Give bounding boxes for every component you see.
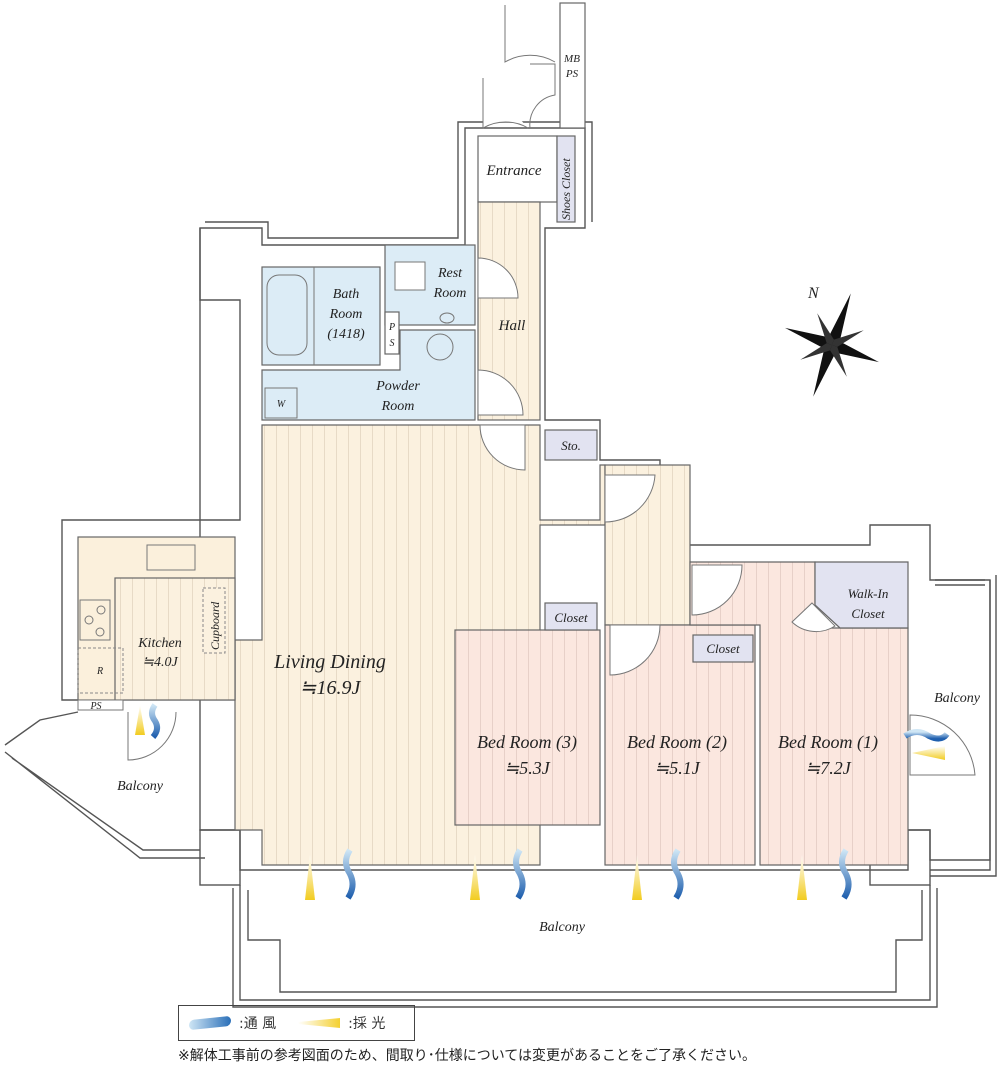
entry-area: MB PS <box>482 2 586 129</box>
daylight-legend-label: :採 光 <box>348 1016 386 1032</box>
entrance-label: Entrance <box>486 163 542 179</box>
daylight-icon <box>470 855 480 900</box>
bottom-balcony-rail <box>232 885 938 1008</box>
powder-room-label-2: Room <box>381 399 415 414</box>
living-dining-size: ≒16.9J <box>300 677 362 699</box>
washer-label: W <box>277 399 287 410</box>
ps-shaft <box>384 311 400 355</box>
daylight-icon <box>135 705 145 735</box>
bath-room-label-1: Bath <box>333 287 359 302</box>
closet-3-label: Closet <box>554 610 588 625</box>
entry-door[interactable] <box>504 5 556 63</box>
bath-room-label-3: (1418) <box>327 327 365 342</box>
entry-door-3[interactable] <box>529 63 556 129</box>
hallway-door[interactable] <box>604 474 656 523</box>
bed-room-3-label: Bed Room (3) <box>477 732 577 753</box>
washer-space <box>264 387 298 419</box>
closet-2 <box>692 634 754 663</box>
kitchen-sink <box>146 544 196 571</box>
walk-in-closet-label-2: Closet <box>851 606 885 621</box>
mb-ps-shaft <box>559 2 586 129</box>
bed-room-2-size: ≒5.1J <box>654 758 701 778</box>
daylight-legend-icon <box>298 1018 341 1028</box>
hall-label: Hall <box>498 318 526 334</box>
basin-icon <box>426 333 454 361</box>
walk-in-closet-label-1: Walk-In <box>848 586 889 601</box>
bath-room <box>261 266 381 366</box>
rest-room-label-2: Room <box>433 286 467 301</box>
daylight-icon <box>305 855 315 900</box>
shoes-closet <box>556 135 576 223</box>
bed-room-3 <box>454 629 601 826</box>
entry-door-2[interactable] <box>482 78 529 129</box>
compass-icon <box>785 293 879 397</box>
ventilation-icon <box>343 848 356 900</box>
rest-room-label-1: Rest <box>437 266 463 281</box>
ventilation-icon <box>149 703 161 739</box>
legend: :通 風 :採 光 <box>178 1005 415 1041</box>
toilet-icon <box>394 261 426 291</box>
ps-shaft-label-2: S <box>390 338 395 349</box>
closet-3 <box>544 602 598 631</box>
rest-room-door[interactable] <box>477 257 519 299</box>
bed-room-1-label: Bed Room (1) <box>778 732 878 753</box>
storage-label: Sto. <box>561 438 581 453</box>
bathtub-icon <box>266 274 308 356</box>
kitchen-ps <box>77 699 124 711</box>
ventilation-legend-label: :通 風 <box>239 1016 277 1032</box>
closet-2-label: Closet <box>706 641 740 656</box>
ventilation-icon <box>839 848 852 900</box>
ventilation-legend-icon <box>189 1015 231 1031</box>
sink-icon <box>439 312 455 324</box>
powder-room-label-1: Powder <box>375 379 420 394</box>
daylight-icon <box>797 855 807 900</box>
living-dining-label: Living Dining <box>273 651 386 673</box>
bath-room-label-2: Room <box>329 307 363 322</box>
right-balcony-label: Balcony <box>934 691 981 706</box>
powder-room-door[interactable] <box>477 369 524 416</box>
kitchen-label: Kitchen <box>137 636 182 651</box>
bed-room-3-size: ≒5.3J <box>504 758 551 778</box>
ventilation-daylight-markers <box>135 703 950 900</box>
left-balcony-label: Balcony <box>117 779 164 794</box>
living-door[interactable] <box>479 424 526 471</box>
bed-room-1-door[interactable] <box>691 564 743 616</box>
ps-shaft-label-1: P <box>388 322 395 333</box>
stove-icon <box>79 599 111 641</box>
bed-room-1-balcony-door[interactable] <box>909 714 976 776</box>
bed-room-2-door[interactable] <box>609 624 661 676</box>
right-balcony-rail <box>930 575 997 877</box>
refrigerator-label: R <box>96 666 103 677</box>
ventilation-icon <box>903 729 950 742</box>
ps-label: PS <box>565 68 579 80</box>
daylight-icon <box>912 746 945 760</box>
walk-in-closet-door[interactable] <box>791 602 836 633</box>
daylight-icon <box>632 855 642 900</box>
bottom-balcony-label: Balcony <box>539 920 586 935</box>
kitchen-size: ≒4.0J <box>142 655 178 670</box>
cupboard <box>202 587 226 654</box>
bed-room-1-size: ≒7.2J <box>805 758 852 778</box>
ventilation-icon <box>513 848 526 900</box>
shoes-closet-label: Shoes Closet <box>559 158 573 220</box>
compass-north-label: N <box>807 285 820 302</box>
storage <box>544 429 598 461</box>
refrigerator-space <box>77 647 124 694</box>
cupboard-label: Cupboard <box>208 601 222 650</box>
walk-in-closet <box>814 561 909 629</box>
powder-room <box>261 329 476 421</box>
ventilation-icon <box>671 848 684 900</box>
left-balcony-rail <box>4 711 205 859</box>
disclaimer-note: ※解体工事前の参考図面のため、間取り･仕様については変更があることをご了承くださ… <box>178 1048 757 1064</box>
mb-label: MB <box>563 53 580 65</box>
bed-room-2-label: Bed Room (2) <box>627 732 727 753</box>
entrance <box>477 135 558 203</box>
kitchen-ps-label: PS <box>89 701 101 712</box>
